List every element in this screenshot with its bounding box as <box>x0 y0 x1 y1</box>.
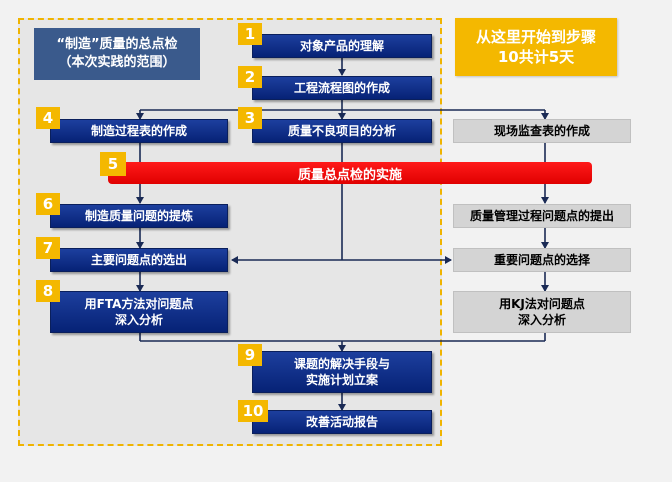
step-8-line1: 用FTA方法对问题点 <box>84 297 194 311</box>
step-4-number: 4 <box>36 107 60 129</box>
right-step-1-box: 现场监查表的作成 <box>453 119 631 143</box>
step-7-label: 主要问题点的选出 <box>90 253 187 267</box>
step-8-number: 8 <box>36 280 60 302</box>
step-9-number: 9 <box>238 344 262 366</box>
right-step-3-box: 重要问题点的选择 <box>453 248 631 272</box>
right-step-2-box: 质量管理过程问题点的提出 <box>453 204 631 228</box>
step-7-number: 7 <box>36 237 60 259</box>
step-5-number: 5 <box>100 152 126 176</box>
callout-line1: 从这里开始到步骤 <box>475 28 596 46</box>
scope-label: “制造”质量的总点检 （本次实践的范围） <box>34 28 200 80</box>
step-1-number: 1 <box>238 23 262 45</box>
step-2-box: 工程流程图的作成 <box>252 76 432 100</box>
scope-label-line2: （本次实践的范围） <box>58 55 176 70</box>
step-10-number: 10 <box>238 400 268 422</box>
right-step-4-line2: 深入分析 <box>517 313 566 327</box>
step-6-box: 制造质量问题的提炼 <box>50 204 228 228</box>
step-8-box: 用FTA方法对问题点 深入分析 <box>50 291 228 333</box>
step-7-box: 主要问题点的选出 <box>50 248 228 272</box>
step-8-line2: 深入分析 <box>114 313 163 327</box>
step-9-line2: 实施计划立案 <box>305 373 378 387</box>
right-step-4-box: 用KJ法对问题点 深入分析 <box>453 291 631 333</box>
step-10-box: 改善活动报告 <box>252 410 432 434</box>
step-9-line1: 课题的解决手段与 <box>293 357 390 371</box>
step-9-box: 课题的解决手段与 实施计划立案 <box>252 351 432 393</box>
duration-callout: 从这里开始到步骤 10共计5天 <box>455 18 617 76</box>
step-4-box: 制造过程表的作成 <box>50 119 228 143</box>
right-step-2-label: 质量管理过程问题点的提出 <box>469 209 614 223</box>
step-3-number: 3 <box>238 107 262 129</box>
step-5-label: 质量总点检的实施 <box>297 167 402 183</box>
right-step-4-line1: 用KJ法对问题点 <box>499 297 585 311</box>
step-4-label: 制造过程表的作成 <box>90 124 187 138</box>
step-3-box: 质量不良项目的分析 <box>252 119 432 143</box>
step-2-number: 2 <box>238 66 262 88</box>
right-step-3-label: 重要问题点的选择 <box>493 253 590 267</box>
step-10-label: 改善活动报告 <box>305 415 378 429</box>
right-step-1-label: 现场监查表的作成 <box>493 124 590 138</box>
scope-label-line1: “制造”质量的总点检 <box>56 37 178 52</box>
step-6-number: 6 <box>36 193 60 215</box>
step-2-label: 工程流程图的作成 <box>293 81 390 95</box>
step-5-bar: 质量总点检的实施 <box>108 162 592 184</box>
step-1-label: 对象产品的理解 <box>299 39 384 53</box>
callout-line2: 10共计5天 <box>497 48 575 66</box>
step-3-label: 质量不良项目的分析 <box>287 124 396 138</box>
step-1-box: 对象产品的理解 <box>252 34 432 58</box>
step-6-label: 制造质量问题的提炼 <box>84 209 193 223</box>
